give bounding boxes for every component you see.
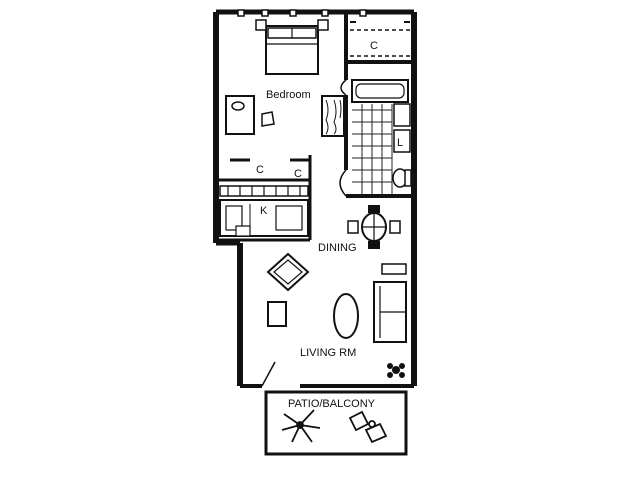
door-swings (261, 79, 347, 387)
room-label-dining: DINING (318, 242, 357, 254)
patio-plant (281, 409, 321, 443)
exterior-walls (213, 9, 417, 388)
linen-label: L (397, 137, 403, 149)
desk (225, 95, 255, 135)
wall-shelf (381, 263, 407, 275)
bathroom (351, 79, 412, 194)
nightstand-left (255, 19, 267, 31)
nightstand-right (317, 19, 329, 31)
top-window-marks (237, 9, 367, 17)
closet-label-bedroom: C (256, 164, 264, 176)
closet-label-small: C (294, 168, 302, 180)
side-chair (267, 301, 287, 327)
armchair (266, 252, 310, 292)
top-closet (350, 29, 410, 57)
sofa (373, 281, 407, 343)
interior-walls (216, 12, 414, 242)
bed (265, 25, 319, 75)
room-label-bedroom: Bedroom (266, 89, 311, 101)
dining-table (347, 205, 401, 249)
desk-chair (261, 111, 275, 127)
room-label-living: LIVING RM (300, 347, 356, 359)
patio (264, 390, 408, 456)
room-label-patio: PATIO/BALCONY (288, 398, 376, 410)
kitchen-counters (219, 185, 309, 237)
patio-chairs (348, 410, 388, 444)
dresser (321, 95, 345, 137)
coffee-table (333, 293, 359, 339)
kitchen-label: K (260, 205, 268, 217)
closet-label-top: C (370, 40, 378, 52)
plant (387, 363, 405, 378)
